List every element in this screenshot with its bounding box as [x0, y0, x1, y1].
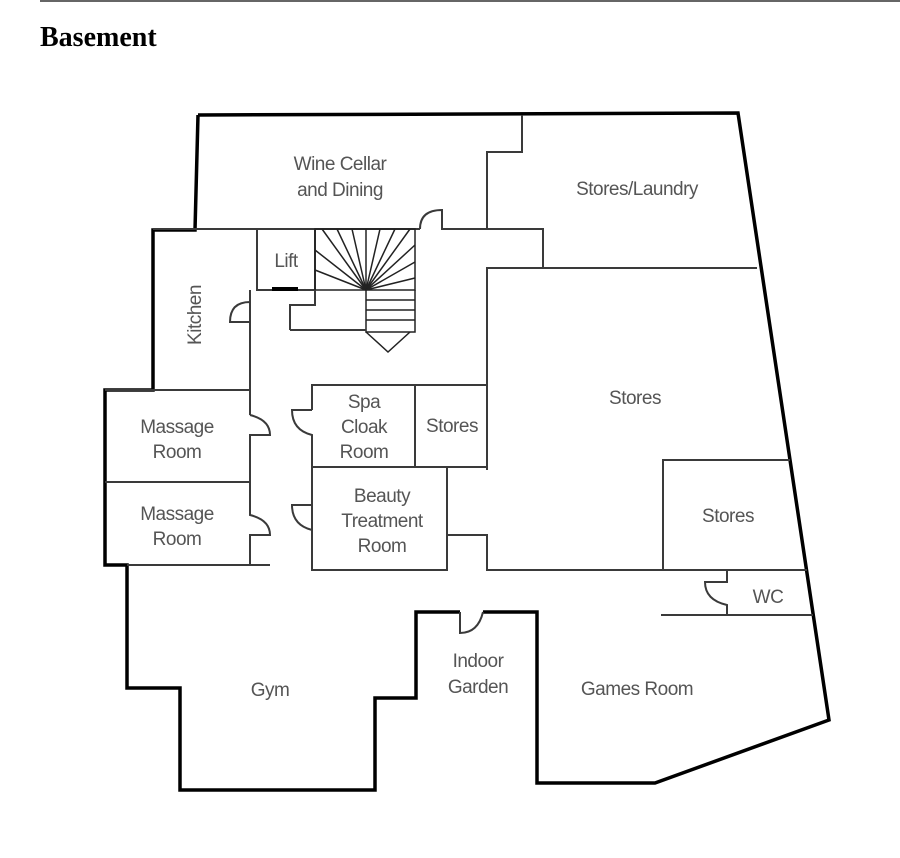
wall: [311, 384, 487, 410]
wc-door: [703, 570, 728, 615]
top-divider: [40, 0, 900, 2]
stair-tread: [314, 249, 367, 291]
wall: [486, 115, 523, 230]
room-label: Room: [153, 529, 202, 550]
stair-tread: [314, 269, 367, 291]
spa-door: [290, 409, 448, 571]
room-label: Gym: [251, 680, 290, 701]
room-label: Games Room: [581, 679, 693, 700]
room-label: Room: [153, 442, 202, 463]
room-label: Beauty: [354, 486, 411, 507]
stair-tread: [365, 228, 381, 291]
stair-tread: [365, 228, 396, 291]
stair-tread: [321, 228, 367, 291]
outer-wall-left: [103, 114, 460, 792]
room-label: WC: [753, 587, 784, 608]
outer-wall: [197, 111, 831, 785]
staircase: [314, 228, 416, 354]
room-label: Stores/Laundry: [576, 179, 699, 200]
garden-door: [459, 611, 484, 635]
room-label: and Dining: [297, 180, 383, 201]
stair-tread: [365, 261, 416, 291]
room-label: Garden: [448, 677, 508, 698]
kitchen-door: [228, 290, 366, 331]
wall: [447, 534, 807, 571]
beauty-door: [290, 504, 313, 531]
stair-tread: [365, 244, 416, 291]
room-label: Massage: [140, 504, 214, 525]
stair-tread: [336, 228, 367, 291]
massage-doors: [249, 414, 272, 565]
stair-tread: [365, 228, 411, 291]
room-label: Massage: [140, 417, 214, 438]
room-label: Room: [340, 442, 389, 463]
room-label: Wine Cellar: [294, 154, 388, 175]
stores-right-walls: [662, 459, 790, 570]
room-label: Spa: [348, 392, 381, 413]
room-label: Room: [358, 536, 407, 557]
stair-tread: [365, 277, 416, 291]
room-label: Kitchen: [185, 285, 206, 345]
room-label: Treatment: [341, 511, 424, 532]
room-label: Lift: [274, 251, 299, 272]
page-title: Basement: [40, 22, 157, 53]
room-label: Stores: [426, 416, 478, 437]
room-label: Cloak: [341, 417, 388, 438]
room-label: Stores: [609, 388, 661, 409]
room-label: Indoor: [453, 651, 505, 672]
stair-tread: [351, 228, 367, 291]
room-label: Stores: [702, 506, 754, 527]
wine-cellar-door: [419, 208, 544, 268]
wall: [486, 267, 757, 470]
